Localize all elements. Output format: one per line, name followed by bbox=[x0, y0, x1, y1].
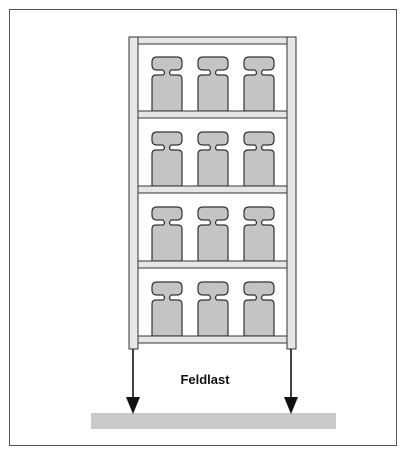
calibration-weight-icon bbox=[151, 206, 183, 262]
calibration-weight-icon bbox=[151, 131, 183, 187]
calibration-weight-icon bbox=[197, 56, 229, 112]
load-arrow-right bbox=[284, 349, 298, 414]
field-load-label: Feldlast bbox=[180, 372, 230, 387]
shelf-board bbox=[137, 185, 288, 194]
upright-left bbox=[128, 36, 139, 350]
calibration-weight-icon bbox=[243, 56, 275, 112]
shelf-board bbox=[137, 110, 288, 119]
shelf-top-cap bbox=[137, 36, 288, 45]
calibration-weight-icon bbox=[243, 131, 275, 187]
load-arrow-left bbox=[126, 349, 140, 414]
shelf-board bbox=[137, 335, 288, 344]
shelf-levels bbox=[137, 56, 288, 344]
calibration-weight-icon bbox=[243, 281, 275, 337]
shelf-board bbox=[137, 260, 288, 269]
calibration-weight-icon bbox=[151, 281, 183, 337]
calibration-weight-icon bbox=[197, 281, 229, 337]
floor-slab bbox=[91, 413, 336, 429]
upright-right bbox=[286, 36, 297, 350]
calibration-weight-icon bbox=[197, 206, 229, 262]
calibration-weight-icon bbox=[243, 206, 275, 262]
calibration-weight-icon bbox=[197, 131, 229, 187]
calibration-weight-icon bbox=[151, 56, 183, 112]
